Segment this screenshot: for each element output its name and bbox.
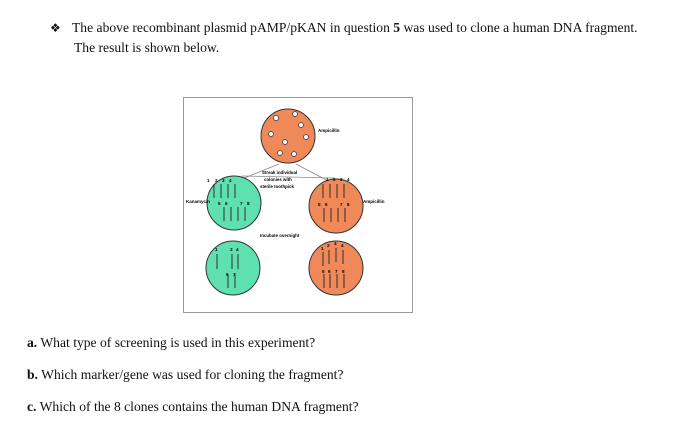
colony-number: 6: [225, 201, 228, 206]
colony-number: 3: [222, 178, 225, 183]
question-text: Which of the 8 clones contains the human…: [36, 399, 359, 414]
ampicillin-result-numbers: 1 2 3 4 5 6 7 8: [321, 241, 345, 274]
colony-number: 3: [230, 247, 233, 252]
question-letter: a.: [27, 335, 38, 350]
colony-number: 6: [226, 272, 229, 277]
original-colonies: [268, 111, 309, 157]
colony-number: 4: [229, 178, 232, 183]
kanamycin-label: Kanamycin: [186, 199, 210, 204]
colony-number: 4: [347, 177, 350, 182]
streak-label-line3: sterile toothpick: [260, 184, 294, 189]
incubate-label: Incubate overnight: [260, 233, 300, 238]
question-b: b. Which marker/gene was used for clonin…: [27, 367, 343, 383]
intro-text-part2: was used to clone a human DNA fragment.: [400, 20, 638, 35]
question-letter: b.: [27, 367, 38, 382]
colony-number: 8: [342, 269, 345, 274]
intro-text-part1: The above recombinant plasmid pAMP/pKAN …: [72, 20, 394, 35]
diamond-bullet-icon: ❖: [50, 21, 61, 35]
colony-number: 5: [318, 202, 321, 207]
colony-number: 4: [236, 247, 239, 252]
colony-number: 2: [333, 177, 336, 182]
colony-number: 1: [215, 247, 218, 252]
ampicillin-top-label: Ampicillin: [318, 128, 340, 133]
kanamycin-result-numbers: 1 3 4 6 7: [215, 247, 239, 277]
colony-number: 3: [334, 241, 337, 246]
colony-number: 8: [347, 202, 350, 207]
intro-line2: The result is shown below.: [74, 40, 220, 55]
kanamycin-replica-plate: [206, 175, 262, 231]
connector-line: [241, 175, 335, 179]
colony-number: 2: [215, 178, 218, 183]
colony-number: 5: [218, 201, 221, 206]
colony-number: 2: [327, 243, 330, 248]
streak-label-line1: Streak individual: [262, 170, 297, 175]
colony-number: 6: [325, 202, 328, 207]
ampicillin-result-plate: [308, 240, 364, 296]
kanamycin-streaks: [213, 184, 246, 221]
ampicillin-right-label: Ampicillin: [363, 199, 385, 204]
kanamycin-result-streaks: [216, 254, 239, 288]
ampicillin-colony-numbers: 1 2 3 4 5 6 7 8: [318, 177, 350, 207]
colony-number: 7: [335, 269, 338, 274]
kanamycin-result-plate: [205, 240, 261, 296]
colony-number: 5: [322, 269, 325, 274]
colony-number: 7: [340, 202, 343, 207]
colony-number: 1: [207, 178, 210, 183]
streak-label-line2: colonies with: [264, 177, 292, 182]
colony-number: 3: [340, 177, 343, 182]
experiment-figure: Ampicillin Streak individual colonies wi…: [183, 97, 413, 313]
colony-number: 4: [341, 243, 344, 248]
question-c: c. Which of the 8 clones contains the hu…: [27, 399, 359, 415]
question-text: Which marker/gene was used for cloning t…: [37, 367, 344, 382]
colony-number: 6: [328, 269, 331, 274]
colony-number: 7: [240, 201, 243, 206]
question-text: What type of screening is used in this e…: [37, 335, 316, 350]
ampicillin-replica-plate: [308, 178, 364, 234]
colony-number: 1: [321, 246, 324, 251]
ampicillin-result-streaks: [322, 248, 345, 288]
question-a: a. What type of screening is used in thi…: [27, 335, 315, 351]
colony-number: 7: [233, 272, 236, 277]
ampicillin-streaks: [322, 184, 346, 222]
colony-number: 8: [247, 201, 250, 206]
question-number: 5: [393, 20, 401, 35]
question-letter: c.: [27, 399, 37, 414]
colony-number: 1: [326, 177, 329, 182]
intro-paragraph: ❖ The above recombinant plasmid pAMP/pKAN…: [50, 18, 690, 58]
plates-diagram: Ampicillin Streak individual colonies wi…: [186, 108, 385, 296]
kanamycin-colony-numbers: 1 2 3 4 5 6 7 8: [207, 178, 250, 206]
